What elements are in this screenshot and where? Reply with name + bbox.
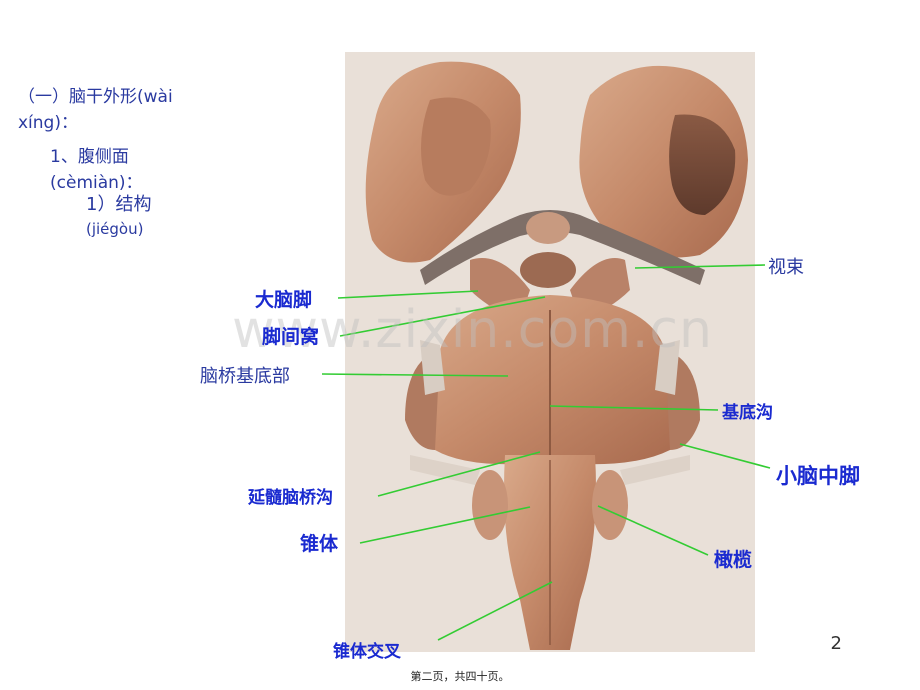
leader-naoqiaojidibu <box>321 373 509 377</box>
olive-bulge-left <box>472 470 508 540</box>
outline-level1: （一）脑干外形(wài xíng)： <box>18 84 173 136</box>
olive-bulge <box>592 470 628 540</box>
leader-ganlan <box>597 505 709 556</box>
label-yansuinaoqiaogou: 延髓脑桥沟 <box>248 488 333 508</box>
optic-tract <box>420 210 705 285</box>
left-section-shade <box>421 97 491 196</box>
label-zhuitijiaocha: 锥体交叉 <box>333 642 401 662</box>
page-footer: 第二页，共四十页。 <box>410 670 510 683</box>
outline-level3-line1: 1）结构 <box>86 194 152 215</box>
outline-level3: 1）结构 (jiégòu) <box>86 193 151 241</box>
outline-level3-line2: (jiégòu) <box>86 220 144 238</box>
label-zhuiti: 锥体 <box>300 533 339 555</box>
outline-level2-line2: (cèmiàn)： <box>50 173 143 193</box>
trigeminal-root-left <box>420 340 445 395</box>
label-jiaojianwo: 脚间窝 <box>262 326 320 348</box>
page-number: 2 <box>830 633 842 654</box>
leader-danaojiao <box>337 290 479 299</box>
right-section-shade <box>669 114 736 215</box>
optic-chiasm <box>526 212 570 244</box>
label-shishu: 视束 <box>768 257 804 278</box>
outline-level2-line1: 1、腹侧面 <box>50 147 129 167</box>
label-naoqiaojidibu: 脑桥基底部 <box>200 366 290 387</box>
leader-zhuitijiaocha <box>437 581 553 641</box>
leader-jidigou <box>549 405 719 411</box>
label-danaojiao: 大脑脚 <box>255 289 313 311</box>
leader-zhuiti <box>359 506 531 544</box>
outline-level2: 1、腹侧面 (cèmiàn)： <box>50 144 143 196</box>
outline-level1-line2: xíng)： <box>18 113 78 133</box>
pons <box>423 295 679 465</box>
leader-lines <box>321 264 771 641</box>
leader-jiaojianwo <box>339 296 546 337</box>
label-jidigou: 基底沟 <box>722 403 773 423</box>
leader-shishu <box>634 264 766 269</box>
watermark: www.zixin.com.cn <box>232 300 713 360</box>
leader-yansuinaoqiaogou <box>377 451 541 497</box>
nerve-root-right <box>620 455 690 485</box>
nerve-root-left <box>410 455 480 485</box>
mammillary-region <box>520 252 576 288</box>
trigeminal-root-right <box>655 340 680 395</box>
outline-level1-line1: （一）脑干外形(wài <box>18 87 173 107</box>
leader-xiaonaozhongjiao <box>679 443 771 469</box>
label-ganlan: 橄榄 <box>714 549 753 571</box>
label-xiaonaozhongjiao: 小脑中脚 <box>776 464 860 488</box>
